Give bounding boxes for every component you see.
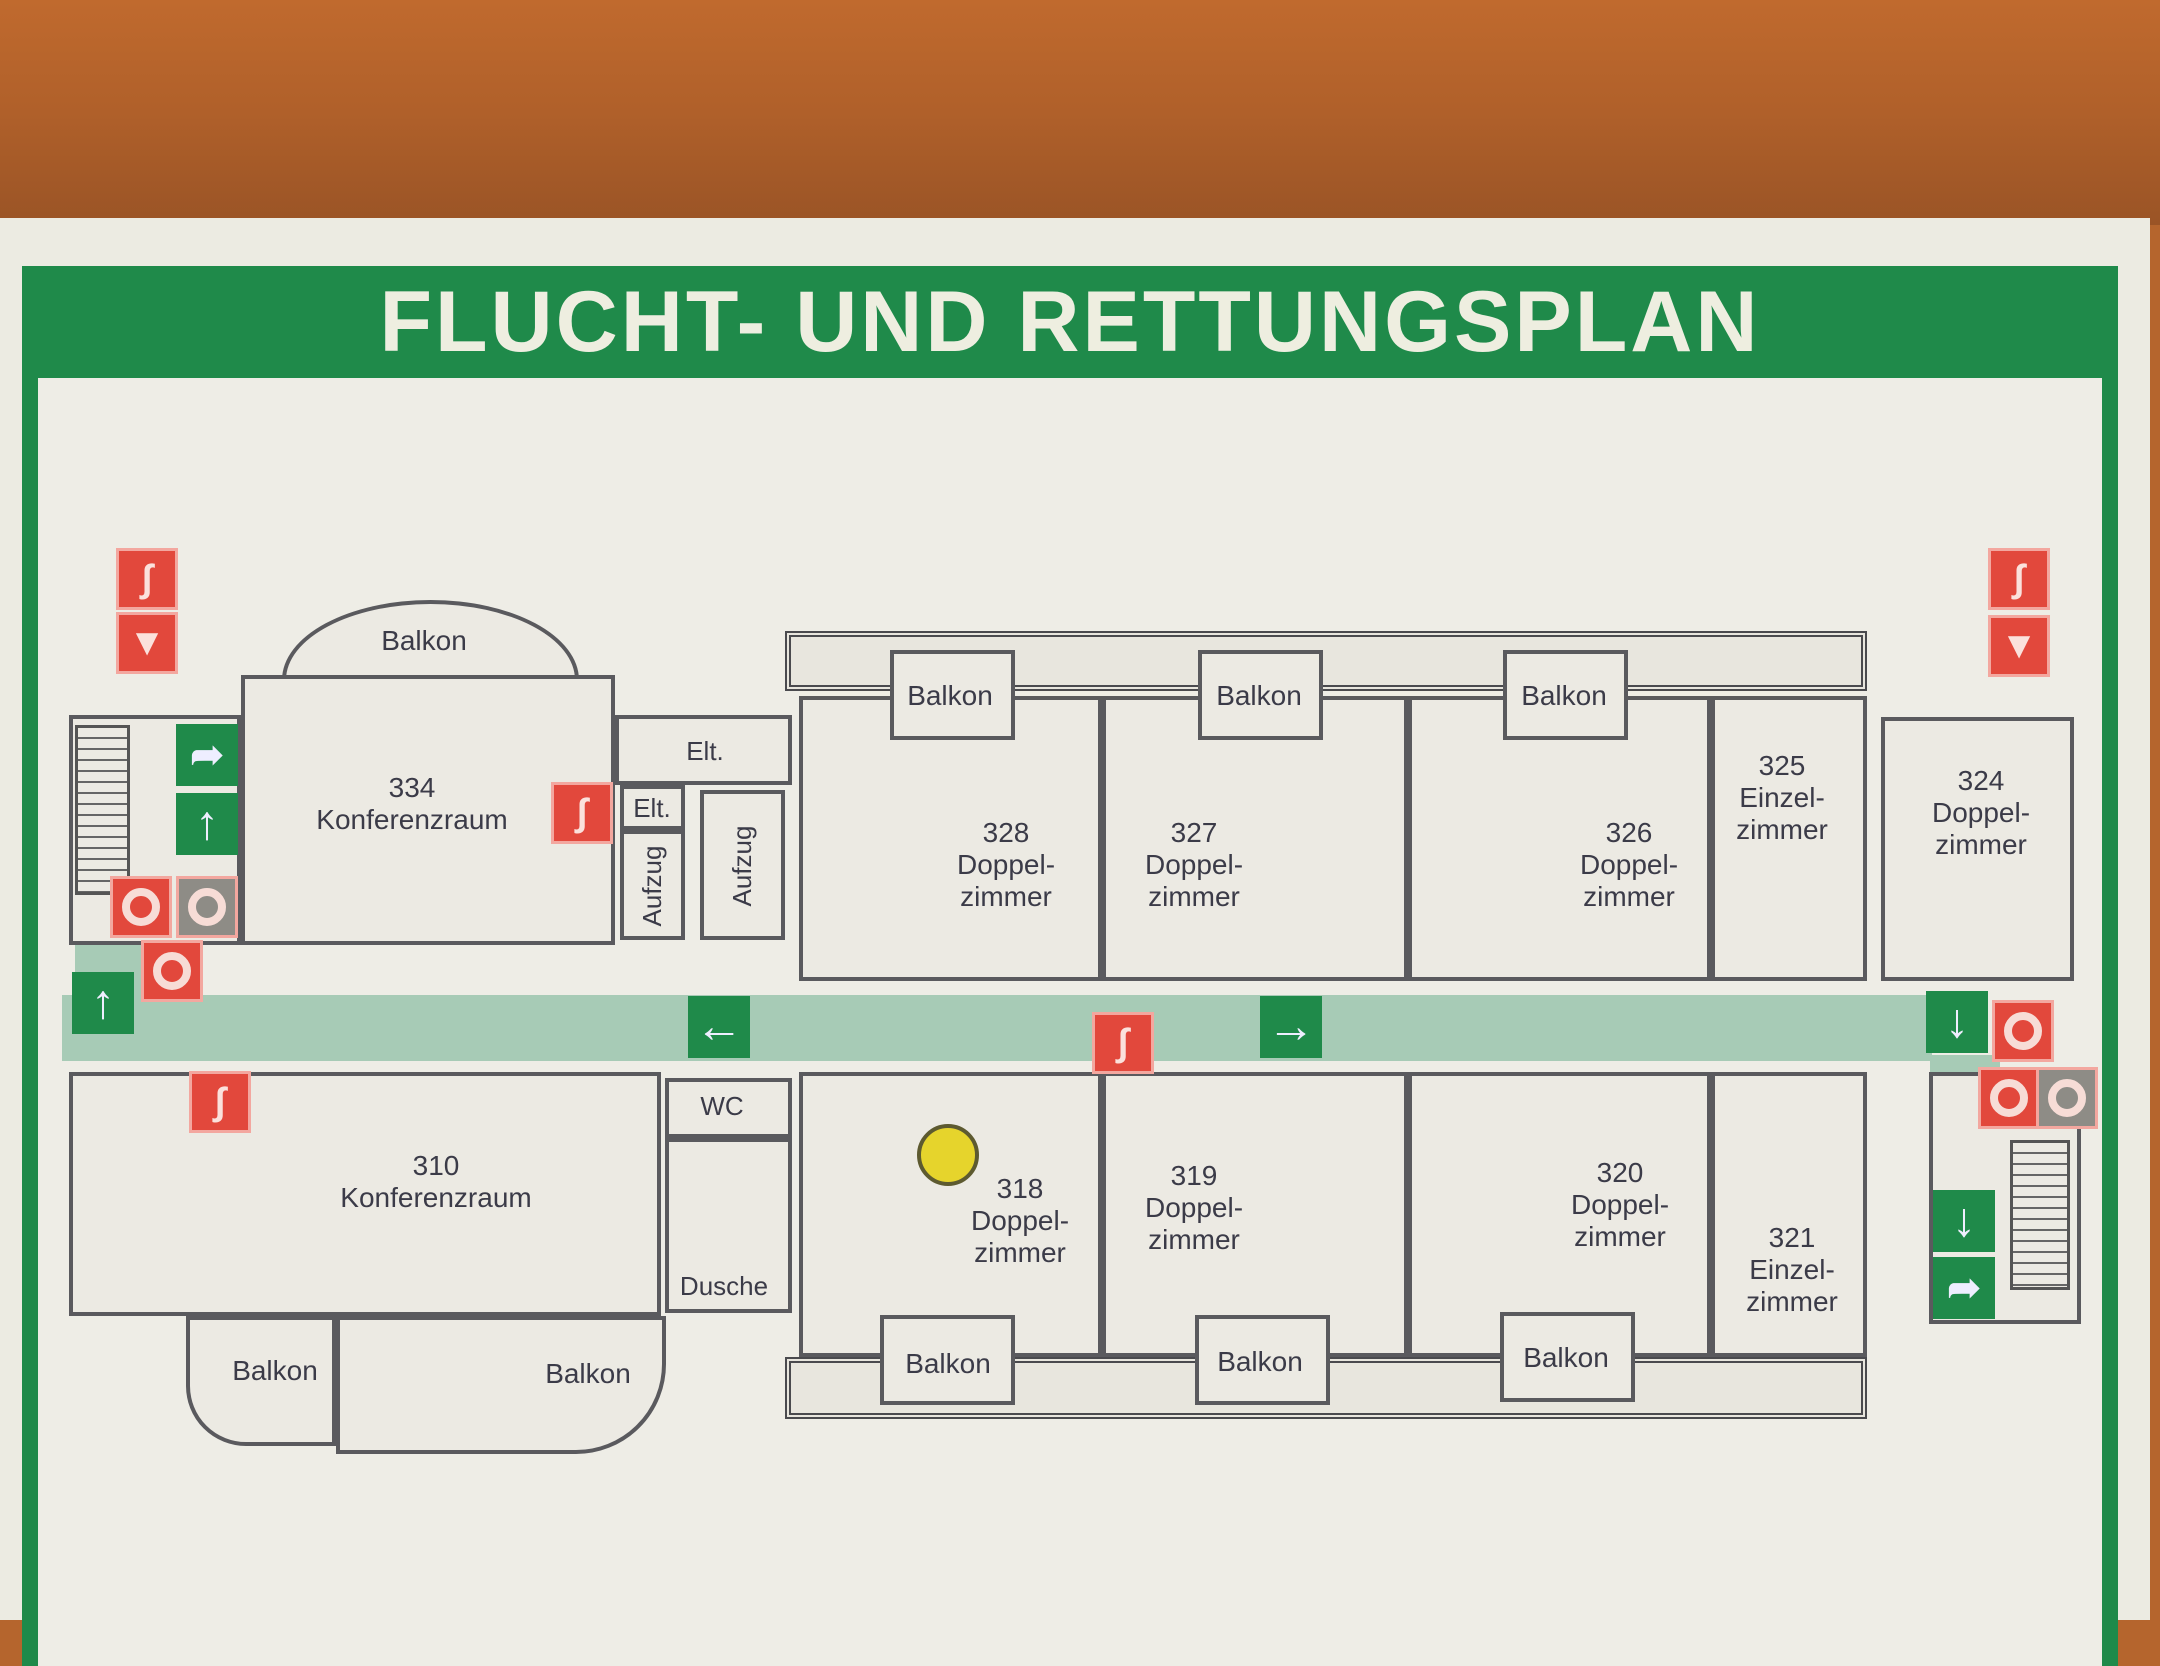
room-number: 326 bbox=[1605, 817, 1653, 848]
balcony-label: Balkon bbox=[232, 1355, 318, 1386]
room-type: Doppel- bbox=[956, 849, 1056, 880]
room-type: Doppel- bbox=[1144, 1192, 1244, 1223]
fire-hose-icon bbox=[2036, 1067, 2098, 1129]
elevator-label: Aufzug bbox=[637, 845, 667, 927]
room-type: Doppel- bbox=[1931, 797, 2031, 828]
room-327 bbox=[1102, 696, 1408, 981]
room-number: 328 bbox=[982, 817, 1030, 848]
room-type: zimmer bbox=[960, 881, 1052, 912]
room-type: Doppel- bbox=[1144, 849, 1244, 880]
room-type: zimmer bbox=[1583, 881, 1675, 912]
electrical-room-1 bbox=[615, 715, 792, 785]
room-name: Konferenzraum bbox=[340, 1182, 532, 1213]
elevator-1 bbox=[620, 830, 685, 940]
room-type: Doppel- bbox=[1570, 1189, 1670, 1220]
room-type: zimmer bbox=[1736, 814, 1828, 845]
plan-title: FLUCHT- UND RETTUNGSPLAN bbox=[379, 273, 1761, 370]
fire-extinguisher-icon: ∫ bbox=[1988, 548, 2050, 610]
room-number: 334 bbox=[388, 772, 436, 803]
room-type: zimmer bbox=[974, 1237, 1066, 1268]
fire-alarm-icon: ▼ bbox=[1988, 615, 2050, 677]
elt-label: Elt. bbox=[633, 793, 671, 823]
balcony-319 bbox=[1195, 1315, 1330, 1405]
room-number: 324 bbox=[1957, 765, 2005, 796]
room-type: Einzel- bbox=[1739, 782, 1825, 813]
room-type: zimmer bbox=[1746, 1286, 1838, 1317]
room-type: zimmer bbox=[1574, 1221, 1666, 1252]
room-type: Doppel- bbox=[1579, 849, 1679, 880]
balcony-label: Balkon bbox=[905, 1348, 991, 1379]
balcony-label: Balkon bbox=[545, 1358, 631, 1389]
fire-alarm-icon: ▼ bbox=[116, 612, 178, 674]
room-type: zimmer bbox=[1935, 829, 2027, 860]
emergency-exit-icon: ➦ bbox=[1933, 1257, 1995, 1319]
fire-extinguisher-icon: ∫ bbox=[551, 782, 613, 844]
room-number: 321 bbox=[1768, 1222, 1816, 1253]
balcony-label: Balkon bbox=[381, 625, 467, 656]
room-type: zimmer bbox=[1148, 1224, 1240, 1255]
room-number: 327 bbox=[1170, 817, 1218, 848]
shower-label: Dusche bbox=[679, 1271, 769, 1301]
wooden-wall-background bbox=[0, 0, 2160, 225]
balcony-310-left bbox=[186, 1316, 336, 1446]
balcony-320 bbox=[1500, 1312, 1635, 1402]
wc-label: WC bbox=[700, 1091, 744, 1121]
balcony-label: Balkon bbox=[1217, 1346, 1303, 1377]
balcony-328 bbox=[890, 650, 1015, 740]
stairs-left bbox=[75, 725, 130, 895]
exit-arrow-icon: ↑ bbox=[176, 793, 238, 855]
balcony-310-right bbox=[336, 1316, 666, 1454]
balcony-318 bbox=[880, 1315, 1015, 1405]
room-type: Einzel- bbox=[1749, 1254, 1835, 1285]
room-number: 320 bbox=[1596, 1157, 1644, 1188]
exit-arrow-icon: → bbox=[1260, 996, 1322, 1058]
you-are-here-marker bbox=[917, 1124, 979, 1186]
room-325 bbox=[1711, 696, 1867, 981]
fire-hose-icon bbox=[1978, 1067, 2040, 1129]
balcony-label: Balkon bbox=[1523, 1342, 1609, 1373]
room-320 bbox=[1408, 1072, 1711, 1357]
elt-label: Elt. bbox=[686, 736, 724, 766]
room-328 bbox=[799, 696, 1102, 981]
exit-arrow-icon: ↑ bbox=[72, 972, 134, 1034]
balcony-327 bbox=[1198, 650, 1323, 740]
room-number: 319 bbox=[1170, 1160, 1218, 1191]
electrical-room-2 bbox=[620, 785, 685, 830]
fire-hose-icon bbox=[141, 940, 203, 1002]
room-318 bbox=[799, 1072, 1102, 1357]
fire-hose-icon bbox=[110, 876, 172, 938]
room-name: Konferenzraum bbox=[316, 804, 508, 835]
room-number: 325 bbox=[1758, 750, 1806, 781]
fire-hose-icon bbox=[176, 876, 238, 938]
stairs-right bbox=[2010, 1140, 2070, 1290]
escape-route-corridor bbox=[62, 995, 1932, 1061]
room-type: Doppel- bbox=[970, 1205, 1070, 1236]
balcony-label: Balkon bbox=[1521, 680, 1607, 711]
emergency-exit-icon: ➦ bbox=[176, 724, 238, 786]
wc-room bbox=[665, 1078, 792, 1138]
room-type: zimmer bbox=[1148, 881, 1240, 912]
exit-arrow-icon: ↓ bbox=[1926, 991, 1988, 1053]
balcony-326 bbox=[1503, 650, 1628, 740]
balcony-label: Balkon bbox=[907, 680, 993, 711]
room-319 bbox=[1102, 1072, 1408, 1357]
exit-arrow-icon: ↓ bbox=[1933, 1190, 1995, 1252]
fire-hose-icon bbox=[1992, 1000, 2054, 1062]
room-321 bbox=[1711, 1072, 1867, 1357]
fire-extinguisher-icon: ∫ bbox=[1092, 1012, 1154, 1074]
room-324 bbox=[1881, 717, 2074, 981]
room-number: 318 bbox=[996, 1173, 1044, 1204]
elevator-2 bbox=[700, 790, 785, 940]
balcony-label: Balkon bbox=[1216, 680, 1302, 711]
elevator-label: Aufzug bbox=[727, 825, 757, 907]
exit-arrow-icon: ← bbox=[688, 996, 750, 1058]
shower-room bbox=[665, 1138, 792, 1313]
fire-extinguisher-icon: ∫ bbox=[189, 1071, 251, 1133]
fire-extinguisher-icon: ∫ bbox=[116, 548, 178, 610]
title-bar: FLUCHT- UND RETTUNGSPLAN bbox=[22, 266, 2118, 378]
room-310 bbox=[69, 1072, 661, 1316]
room-number: 310 bbox=[412, 1150, 460, 1181]
